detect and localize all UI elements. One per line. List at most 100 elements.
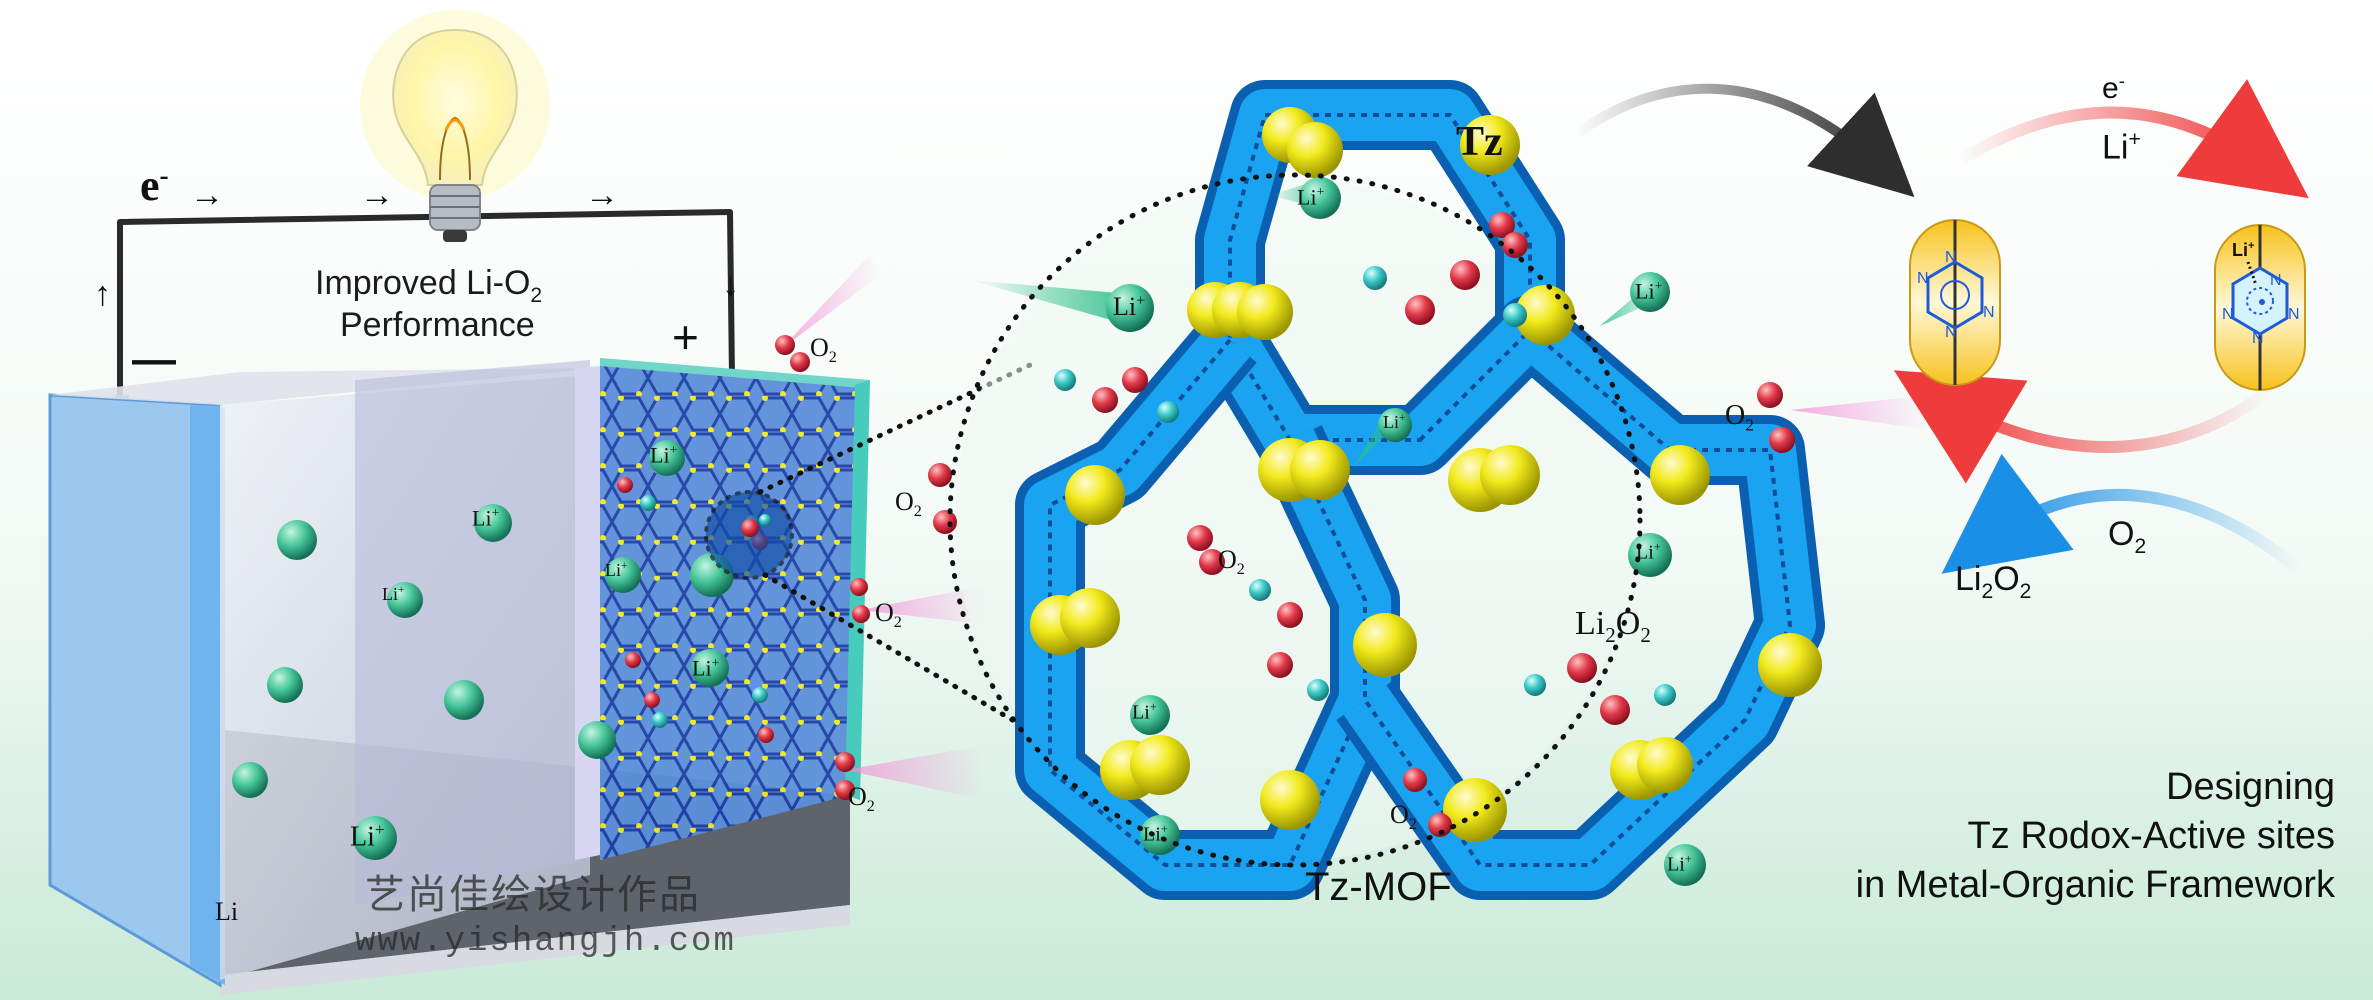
zoom-li-label-4: Li+ bbox=[1383, 412, 1405, 433]
o2-sub: 2 bbox=[828, 349, 837, 367]
li-ion-label-1: Li+ bbox=[472, 505, 499, 531]
headline-line2: Tz Rodox-Active sites bbox=[1967, 815, 2335, 857]
li-ion-text: Li bbox=[1636, 541, 1654, 564]
o2-sub: 2 bbox=[866, 798, 875, 816]
o2-text: O bbox=[810, 333, 829, 362]
o2-label-battery-2: O2 bbox=[875, 598, 902, 632]
o2-text: O bbox=[848, 782, 867, 811]
cycle-li2o2-sub1: 2 bbox=[1981, 579, 1994, 603]
zoom-li-label-2: Li+ bbox=[1113, 292, 1145, 322]
headline-line3: in Metal-Organic Framework bbox=[1855, 864, 2335, 906]
li2o2-sub1: 2 bbox=[1605, 622, 1616, 647]
li-ion-charge: + bbox=[669, 442, 678, 457]
o2-text: O bbox=[895, 487, 914, 516]
ring-n-right-4: N bbox=[2252, 330, 2264, 347]
current-up-arrow: ↑ bbox=[94, 275, 111, 313]
caption-line1: Improved Li-O2 bbox=[315, 264, 542, 308]
o2-text: O bbox=[1390, 800, 1409, 829]
li-ion-charge: + bbox=[491, 505, 500, 520]
li2o2-sub2: 2 bbox=[1640, 622, 1651, 647]
mof-zoom-view bbox=[928, 80, 1930, 900]
li-ion-text: Li bbox=[650, 442, 670, 468]
bound-li-charge: + bbox=[2248, 240, 2255, 252]
li-ion-label-5: Li+ bbox=[605, 560, 627, 581]
o2-label-battery-1: O2 bbox=[810, 333, 837, 367]
ring-n-left-4: N bbox=[1983, 304, 1995, 321]
cycle-o2-text: O bbox=[2108, 515, 2135, 553]
battery-cell bbox=[48, 358, 870, 995]
tz-molecule-lithiated bbox=[2214, 224, 2306, 391]
ring-n-left-1: N bbox=[1945, 249, 1957, 266]
headline-line1: Designing bbox=[2166, 766, 2335, 808]
zoom-li-ions bbox=[970, 177, 1706, 886]
ring-n-right-3: N bbox=[2222, 306, 2234, 323]
anode-label: Li bbox=[215, 897, 239, 926]
current-arrow-3: → bbox=[585, 176, 619, 214]
caption-line2: Performance bbox=[340, 306, 535, 344]
battery-o2-molecules bbox=[775, 255, 990, 800]
ring-n-right-1: N bbox=[2270, 272, 2282, 289]
o2-text: O bbox=[1218, 545, 1237, 574]
bound-li-label: Li+ bbox=[2232, 240, 2255, 261]
o2-label-battery-3: O2 bbox=[848, 782, 875, 816]
o2-text: O bbox=[875, 598, 894, 627]
o2-text: O bbox=[1725, 400, 1746, 431]
cycle-li2o2-label: Li2O2 bbox=[1955, 560, 2031, 604]
zoom-connector-lines bbox=[757, 362, 1041, 738]
light-bulb-icon bbox=[360, 10, 550, 242]
mof-name: Tz-MOF bbox=[1305, 865, 1452, 909]
li-ion-text: Li bbox=[1297, 184, 1317, 210]
ring-n-left-3: N bbox=[1917, 270, 1929, 287]
li-ion-label-4: Li+ bbox=[650, 442, 677, 468]
li-ion-text: Li bbox=[1132, 701, 1150, 724]
o2-sub: 2 bbox=[893, 614, 902, 632]
li-ion-charge: + bbox=[621, 560, 628, 572]
electron-label: e- bbox=[140, 160, 169, 211]
o2-label-zoom-4: O2 bbox=[1390, 800, 1417, 834]
o2-sub: 2 bbox=[1745, 415, 1754, 435]
li-ion-text: Li bbox=[692, 655, 712, 681]
zoom-li-label-3: Li+ bbox=[1635, 278, 1662, 304]
o2-reduction-arrow bbox=[1941, 453, 2304, 575]
li-ion-charge: + bbox=[1653, 540, 1661, 554]
tz-sites bbox=[1030, 107, 1822, 842]
zoom-li-label-5: Li+ bbox=[1636, 540, 1661, 565]
li-ion-text: Li bbox=[605, 560, 621, 580]
li2o2-li: Li bbox=[1575, 605, 1606, 642]
cycle-li-charge: + bbox=[2128, 128, 2141, 151]
li-ion-charge: + bbox=[711, 655, 720, 670]
li2o2-o: O bbox=[1615, 605, 1641, 642]
ring-n-left-2: N bbox=[1945, 324, 1957, 341]
li-ion-label-3: Li+ bbox=[350, 820, 385, 853]
li-ion-text: Li bbox=[1667, 853, 1685, 876]
li-ion-charge: + bbox=[1149, 700, 1157, 714]
electron-charge: - bbox=[159, 160, 169, 191]
zoom-molecules bbox=[928, 212, 1930, 837]
o2-label-zoom-3: O2 bbox=[1725, 400, 1754, 436]
caption-line1-sub: 2 bbox=[530, 283, 543, 307]
cycle-li2o2-sub2: 2 bbox=[2019, 579, 2032, 603]
negative-terminal: — bbox=[132, 335, 176, 384]
li-ion-text: Li bbox=[472, 505, 492, 531]
cycle-li2o2-o: O bbox=[1993, 560, 2020, 598]
li-ion-charge: + bbox=[374, 820, 385, 839]
caption-line1-text: Improved Li-O bbox=[315, 264, 531, 302]
li-ion-charge: + bbox=[1399, 412, 1406, 424]
cycle-electron-text: e bbox=[2102, 72, 2119, 105]
watermark-line1: 艺尚佳绘设计作品 bbox=[365, 873, 701, 917]
li-ion-charge: + bbox=[398, 584, 405, 596]
zoom-circle bbox=[947, 172, 1643, 868]
cycle-o2-label: O2 bbox=[2108, 515, 2146, 559]
li-ion-charge: + bbox=[1316, 184, 1325, 199]
cycle-li-text: Li bbox=[2102, 128, 2129, 167]
electron-symbol: e bbox=[140, 161, 160, 210]
li-ion-text: Li bbox=[1143, 823, 1161, 846]
li-ion-text: Li bbox=[1113, 292, 1137, 321]
cycle-li-label: Li+ bbox=[2102, 128, 2141, 167]
tz-molecule-neutral bbox=[1909, 219, 2001, 386]
li-ion-charge: + bbox=[1160, 822, 1168, 836]
mof-cathode bbox=[600, 358, 862, 860]
li-ion-text: Li bbox=[1635, 278, 1655, 304]
oxidation-arrow bbox=[1893, 370, 2274, 484]
